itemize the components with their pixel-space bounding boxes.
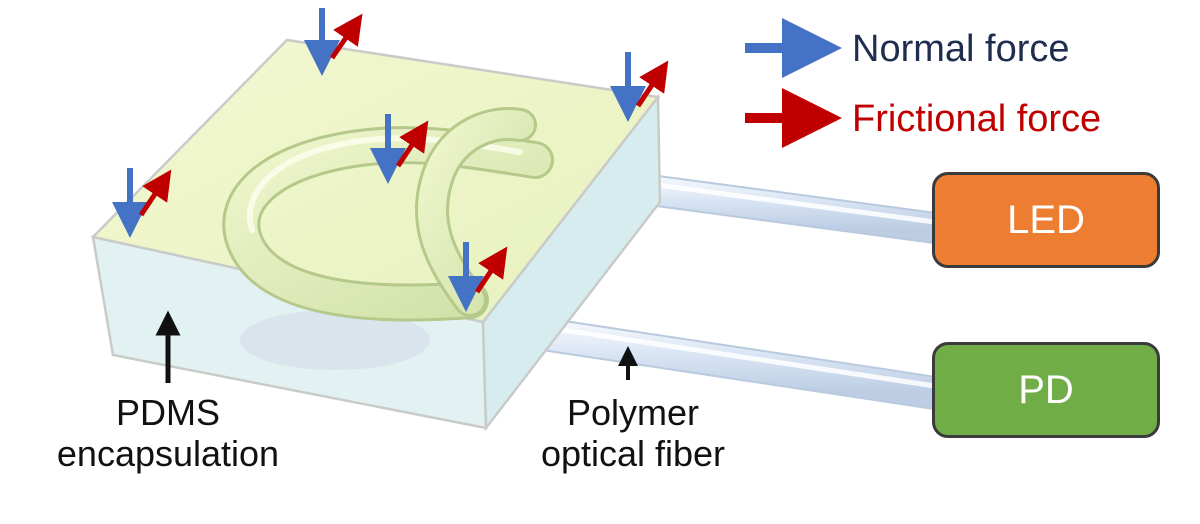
force-arrow-pair-left [112,168,172,238]
legend-normal-force-label: Normal force [852,28,1070,70]
force-arrow-pair-center [370,114,429,184]
fiber-label-line2: optical fiber [540,433,726,475]
legend-frictional-force-label: Frictional force [852,98,1102,140]
pdms-block [90,38,662,432]
frictional-force-arrow [474,246,508,294]
frictional-force-arrow [395,120,429,168]
force-arrow-pair-front [448,242,508,312]
frictional-force-arrow [138,169,172,217]
fiber-label-line1: Polymer [566,392,700,433]
frictional-force-arrow [635,60,669,108]
force-arrow-pair-top [304,8,363,76]
fiber-loop [222,107,554,370]
encapsulation-label-line2: encapsulation [56,433,280,475]
pd-box: PD [932,342,1160,438]
encapsulation-label-line1: PDMS [115,392,220,433]
encapsulation-label: PDMS encapsulation [8,392,328,475]
led-label: LED [1007,197,1085,242]
led-box: LED [932,172,1160,268]
pd-label: PD [1018,367,1074,412]
frictional-force-arrow [329,13,363,60]
force-arrow-pair-right [610,52,669,122]
fiber-label: Polymer optical fiber [498,392,768,475]
